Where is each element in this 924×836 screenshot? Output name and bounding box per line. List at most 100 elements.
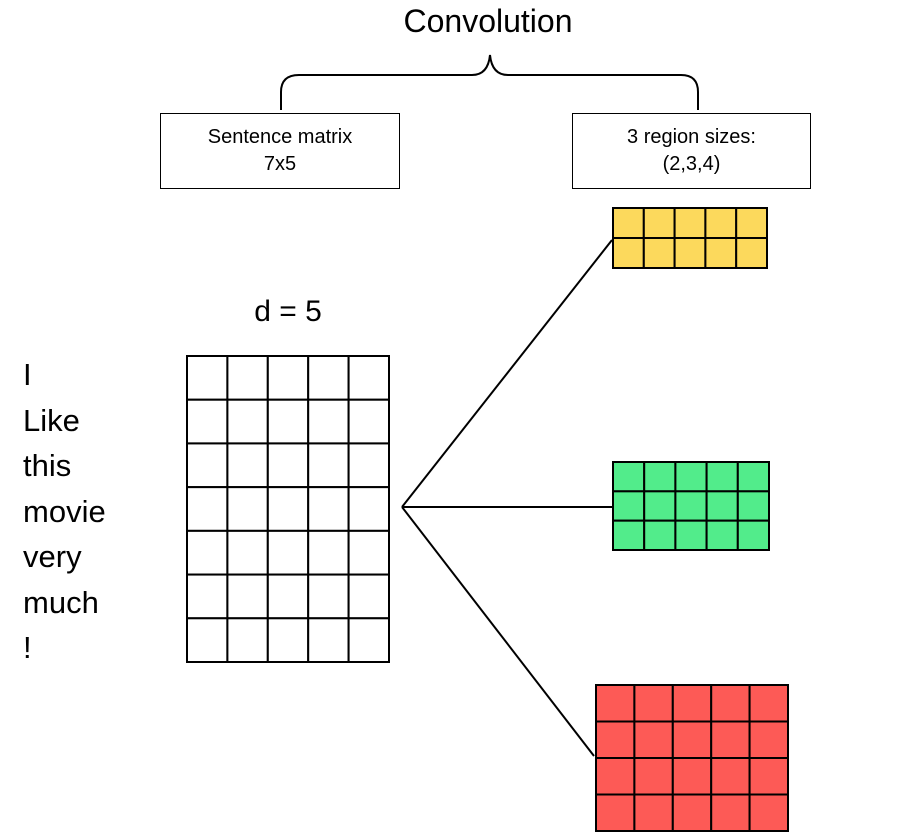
sentence-matrix-cell (226, 442, 269, 489)
sentence-matrix-box: Sentence matrix 7x5 (160, 113, 400, 189)
filter-cell (710, 684, 751, 723)
sentence-matrix-cell (347, 573, 391, 620)
filter-cell (748, 757, 789, 796)
sentence-matrix-cell (347, 398, 391, 445)
region-filter-3x5 (612, 461, 770, 551)
filter-cell (736, 461, 770, 493)
filter-cell (705, 461, 739, 493)
filter-cell (643, 519, 677, 551)
sentence-matrix-cell (186, 442, 229, 489)
sentence-matrix-cell (186, 486, 229, 532)
filter-cell (633, 684, 674, 723)
sentence-matrix-cell (266, 529, 310, 576)
filter-cell (735, 237, 769, 269)
sentence-matrix-cell (307, 398, 350, 445)
filter-cell (748, 793, 789, 832)
filter-cell (595, 720, 636, 759)
sentence-word: this (23, 448, 72, 483)
sentence-matrix-cell (347, 355, 391, 401)
sentence-matrix-cell (226, 398, 269, 445)
sentence-matrix-cell (266, 486, 310, 532)
filter-cell (710, 793, 751, 832)
sentence-matrix-cell (307, 442, 350, 489)
filter-cell (704, 207, 738, 239)
filter-cell (710, 720, 751, 759)
region-sizes-box: 3 region sizes: (2,3,4) (572, 113, 811, 189)
sentence-matrix-cell (347, 617, 391, 663)
sentence-word: Like (23, 402, 80, 438)
sentence-matrix-cell (266, 398, 310, 445)
filter-cell (674, 519, 708, 551)
filter-cell (643, 490, 677, 522)
sentence-matrix-cell (307, 486, 350, 532)
sentence-matrix-cell (307, 529, 350, 576)
region-filter-4x5 (595, 684, 789, 832)
filter-cell (595, 793, 636, 832)
sentence-matrix-cell (307, 617, 350, 663)
sentence-matrix-cell (307, 355, 350, 401)
filter-cell (736, 490, 770, 522)
filter-cell (705, 519, 739, 551)
sentence-word-list: I Like this movie very much ! (23, 352, 106, 671)
sentence-matrix-cell (186, 398, 229, 445)
filter-cell (633, 720, 674, 759)
filter-cell (612, 490, 646, 522)
filter-cell (633, 793, 674, 832)
sentence-matrix-cell (186, 355, 229, 401)
filter-cell (643, 461, 677, 493)
filter-cell (705, 490, 739, 522)
region-filter-2x5 (612, 207, 769, 269)
sentence-matrix-cell (266, 355, 310, 401)
sentence-matrix-cell (186, 529, 229, 576)
filter-cell (612, 237, 645, 269)
sentence-matrix-cell (226, 486, 269, 532)
sentence-matrix-label: Sentence matrix (207, 126, 353, 148)
filter-cell (710, 757, 751, 796)
filter-cell (642, 237, 676, 269)
sentence-matrix-cell (226, 617, 269, 663)
sentence-matrix-cell (266, 573, 310, 620)
sentence-matrix-cell (186, 573, 229, 620)
sentence-matrix-size: 7x5 (263, 153, 297, 175)
sentence-matrix-cell (226, 355, 269, 401)
sentence-word: much (23, 584, 99, 620)
filter-cell (748, 684, 789, 723)
region-filters (595, 207, 789, 832)
filter-cell (671, 793, 713, 832)
sentence-word: ! (23, 630, 32, 665)
filter-cell (671, 684, 713, 723)
region-sizes-values: (2,3,4) (662, 153, 721, 175)
sentence-matrix-grid (186, 355, 391, 663)
filter-cell (704, 237, 738, 269)
filter-cell (735, 207, 769, 239)
sentence-matrix-cell (347, 442, 391, 489)
filter-cell (671, 720, 713, 759)
sentence-matrix-cell (307, 573, 350, 620)
sentence-matrix-cell (266, 617, 310, 663)
diagram-title: Convolution (403, 3, 573, 39)
region-sizes-label: 3 region sizes: (627, 126, 756, 148)
connector-line-top (401, 239, 613, 508)
filter-cell (612, 461, 646, 493)
sentence-word: I (23, 357, 32, 392)
filter-cell (674, 490, 708, 522)
filter-cell (612, 207, 645, 239)
filter-cell (595, 684, 636, 723)
filter-cell (612, 519, 646, 551)
sentence-matrix-cell (186, 617, 229, 663)
dimension-label: d = 5 (254, 295, 322, 328)
filter-cell (673, 237, 707, 269)
filter-cell (673, 207, 707, 239)
connector-line-bottom (401, 506, 595, 757)
filter-cell (748, 720, 789, 759)
filter-cell (736, 519, 770, 551)
sentence-matrix-cell (266, 442, 310, 489)
filter-cell (674, 461, 708, 493)
filter-cell (642, 207, 676, 239)
filter-cell (633, 757, 674, 796)
sentence-word: movie (23, 493, 106, 529)
sentence-matrix-cell (347, 529, 391, 576)
filter-cell (671, 757, 713, 796)
filter-cell (595, 757, 636, 796)
